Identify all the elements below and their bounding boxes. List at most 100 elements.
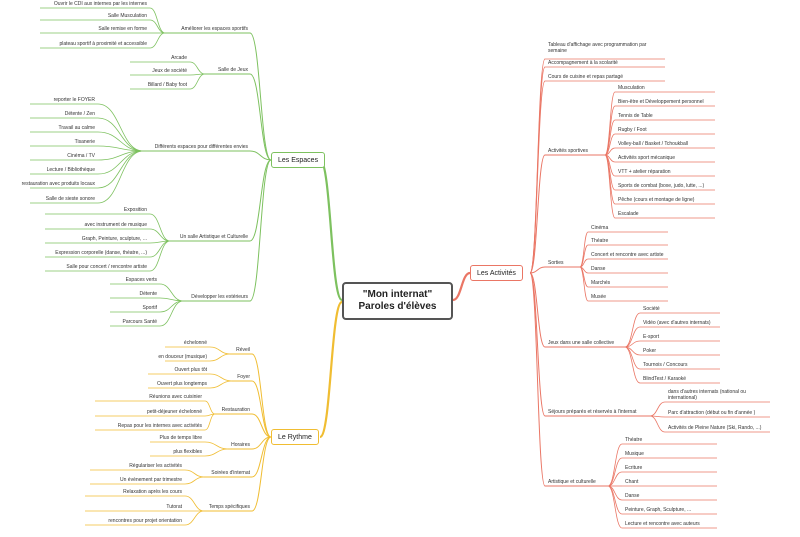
leaf-item[interactable]: restauration avec produits locaux (21, 181, 95, 187)
leaf-item[interactable]: Expression corporelle (danse, théatre, .… (55, 250, 147, 256)
branch-rythme[interactable]: Le Rythme (271, 429, 319, 445)
leaf-item[interactable]: Tisanerie (74, 139, 95, 145)
leaf-item[interactable]: Ouvert plus tôt (174, 367, 207, 373)
group-label[interactable]: Améliorer les espaces sportifs (181, 26, 248, 32)
leaf-item[interactable]: Plus de temps libre (159, 435, 202, 441)
leaf-item[interactable]: Théatre (591, 238, 609, 244)
direct-item[interactable]: Tableau d'affichage avec programmation p… (548, 42, 647, 54)
group-label[interactable]: Réveil (236, 347, 250, 353)
leaf-item[interactable]: Vidéo (avec d'autres internats) (643, 320, 711, 326)
leaf-item[interactable]: Sportif (142, 305, 157, 311)
leaf-item[interactable]: Activités de Pleine Nature (Ski, Rando, … (668, 425, 762, 431)
group-label[interactable]: Artistique et culturelle (548, 479, 596, 485)
leaf-item[interactable]: Société (643, 306, 660, 312)
leaf-item[interactable]: Arcade (171, 55, 187, 61)
leaf-item[interactable]: Tennis de Table (618, 113, 653, 119)
leaf-item[interactable]: Théatre (625, 437, 643, 443)
group-label[interactable]: Soirées d'internat (211, 470, 250, 476)
leaf-item[interactable]: Parcours Santé (122, 319, 157, 325)
leaf-item[interactable]: BlindTest / Karaoké (643, 376, 687, 382)
leaf-item[interactable]: Marchés (591, 280, 611, 286)
leaf-item[interactable]: Graph, Peinture, sculpture, ... (81, 236, 147, 242)
leaf-item[interactable]: Réunions avec cuisinier (149, 394, 202, 400)
leaf-item[interactable]: Repas pour les internes avec activités (117, 423, 202, 429)
direct-item[interactable]: Accompagnement à la scolarité (548, 60, 618, 66)
leaf-item[interactable]: Pêche (cours et montage de ligne) (618, 197, 695, 203)
leaf-item[interactable]: Rugby / Foot (618, 127, 647, 133)
leaf-item[interactable]: Salle remise en forme (98, 26, 147, 32)
leaf-item[interactable]: Poker (643, 348, 657, 354)
connector (149, 240, 171, 272)
connector (97, 150, 144, 204)
leaf-item[interactable]: Ecriture (625, 465, 643, 471)
leaf-item[interactable]: plus flexibles (173, 449, 202, 455)
leaf-item[interactable]: Cinéma / TV (67, 153, 95, 159)
leaf-item[interactable]: Musée (591, 294, 607, 300)
leaf-item[interactable]: Parc d'attraction (début ou fin d'année … (668, 410, 756, 416)
leaf-item[interactable]: Danse (625, 493, 640, 499)
direct-item[interactable]: Cours de cuisine et repas partagé (548, 74, 624, 80)
leaf-item[interactable]: Détente / Zen (64, 111, 95, 117)
leaf-item[interactable]: Salle Musculation (107, 13, 147, 19)
leaf-item[interactable]: avec instrument de musique (84, 222, 147, 228)
leaf-item[interactable]: Volley-ball / Basket / Tchoukball (618, 141, 688, 147)
leaf-item[interactable]: Activités sport mécanique (618, 155, 675, 161)
leaf-item[interactable]: plateau sportif à proximité et accessibl… (59, 41, 147, 47)
leaf-item[interactable]: Lecture et rencontre avec auteurs (625, 521, 700, 527)
group-label[interactable]: Différents espaces pour différentes envi… (154, 144, 248, 150)
connector (318, 158, 344, 302)
group-label[interactable]: Temps spécifiques (208, 504, 250, 510)
leaf-item[interactable]: Ouvrir le CDI aux internes par les inter… (53, 1, 147, 7)
group-label[interactable]: Restauration (221, 407, 250, 413)
leaf-item[interactable]: Ouvert plus longtemps (156, 381, 207, 387)
leaf-item[interactable]: VTT + atelier réparation (618, 169, 671, 175)
leaf-item[interactable]: Exposition (123, 207, 147, 213)
group-label[interactable]: Salle de Jeux (217, 67, 248, 73)
leaf-item[interactable]: Musculation (618, 85, 645, 91)
connector (189, 61, 206, 75)
branch-activites[interactable]: Les Activités (470, 265, 523, 281)
leaf-item[interactable]: Salle de sieste sonore (45, 196, 95, 202)
leaf-item[interactable]: Tutorat (166, 504, 182, 510)
leaf-item[interactable]: rencontres pour projet orientation (108, 518, 182, 524)
leaf-item[interactable]: Tournois / Concours (643, 362, 688, 368)
group-label[interactable]: Sorties (548, 260, 564, 266)
leaf-item[interactable]: Sports de combat (boxe, judo, lutte, ...… (618, 183, 705, 189)
leaf-item[interactable]: Lecture / Bibliothèque (46, 167, 95, 173)
group-label[interactable]: Développer les extérieurs (191, 294, 248, 300)
central-topic[interactable]: "Mon internat" Paroles d'élèves (342, 282, 453, 320)
leaf-item[interactable]: Jeux de société (152, 68, 187, 74)
group-label[interactable]: Horaires (231, 442, 250, 448)
connector (189, 73, 206, 90)
group-label[interactable]: Foyer (237, 374, 250, 380)
leaf-item[interactable]: Relaxation après les cours (123, 489, 182, 495)
leaf-item[interactable]: Un évènement par trimestre (120, 477, 182, 483)
connector (624, 326, 641, 348)
leaf-item[interactable]: Concert et rencontre avec artiste (591, 252, 664, 258)
leaf-item[interactable]: Chant (625, 479, 639, 485)
leaf-item[interactable]: Musique (625, 451, 644, 457)
leaf-item[interactable]: Travail au calme (58, 125, 96, 131)
connector (209, 373, 233, 382)
group-label[interactable]: Séjours préparés et réservés à l'interna… (548, 409, 637, 415)
leaf-item[interactable]: Salle pour concert / rencontre artiste (66, 264, 147, 270)
leaf-item[interactable]: Escalade (618, 211, 639, 217)
leaf-item[interactable]: E-sport (643, 334, 660, 340)
leaf-item[interactable]: Espaces verts (125, 277, 157, 283)
group-label[interactable]: Activités sportives (548, 148, 589, 154)
leaf-item[interactable]: Cinéma (591, 225, 609, 231)
leaf-item[interactable]: échelonné (183, 340, 207, 346)
leaf-item[interactable]: Peinture, Graph, Sculpture, ... (625, 507, 692, 513)
group-label[interactable]: Jeux dans une salle collective (548, 340, 615, 346)
leaf-item[interactable]: petit-déjeuner échelonné (146, 409, 202, 415)
leaf-item[interactable]: Régulariser les activités (129, 463, 182, 469)
branch-espaces[interactable]: Les Espaces (271, 152, 326, 168)
leaf-item[interactable]: reporter le FOYER (53, 97, 95, 103)
leaf-item[interactable]: en douceur (musique) (158, 354, 207, 360)
leaf-item[interactable]: Billard / Baby foot (147, 82, 187, 88)
group-label[interactable]: Un salle Artistique et Culturelle (179, 234, 248, 240)
leaf-item[interactable]: Détente (139, 291, 157, 297)
leaf-item[interactable]: Bien-être et Développement personnel (618, 99, 704, 105)
leaf-item[interactable]: dans d'autres internats (national ou int… (668, 389, 746, 401)
leaf-item[interactable]: Danse (591, 266, 606, 272)
